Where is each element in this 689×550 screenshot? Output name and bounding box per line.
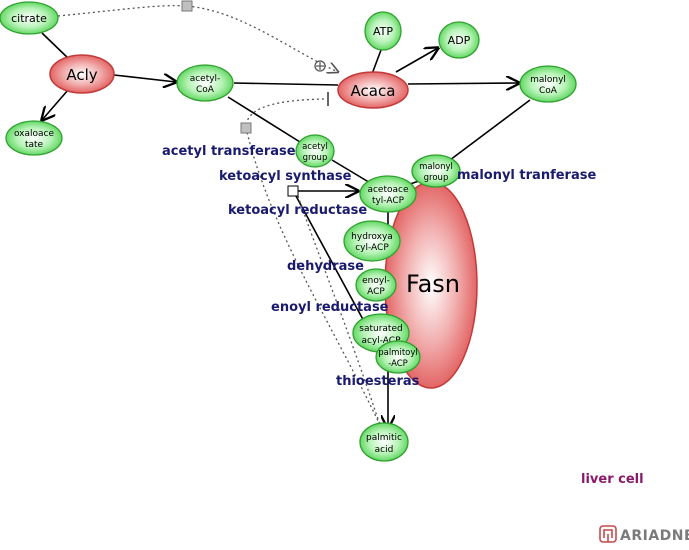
acetyl-coa-label-1: acetyl- [190, 74, 221, 84]
label-enoyl-reductase: enoyl reductase [271, 300, 389, 315]
acetyl-group-label-2: group [303, 153, 328, 163]
control-edges [57, 4, 381, 426]
process-node-top[interactable] [181, 0, 193, 12]
control-ks-palmitic [297, 195, 381, 426]
ariadne-logo: ARIADNE [599, 525, 689, 544]
process-node-ketoacyl[interactable] [287, 185, 299, 197]
label-ketoacyl-synthase: ketoacyl synthase [219, 169, 352, 184]
atp-label: ATP [373, 25, 393, 38]
edge-acaca-adp [395, 48, 438, 73]
process-node-left[interactable] [240, 122, 252, 134]
edge-acetylcoa-acetylgroup [227, 96, 301, 143]
palmitoyl-acp-label-1: palmitoyl [378, 348, 418, 358]
label-thioesteras: thioesteras [336, 374, 420, 389]
edge-acetylcoa-acaca [233, 82, 339, 86]
acetyl-coa-label-2: CoA [196, 85, 215, 95]
acetoacetyl-acp-label-2: tyl-ACP [372, 196, 405, 206]
acetyl-group-label-1: acetyl [302, 142, 328, 152]
control-citrate-acaca [57, 4, 338, 72]
label-dehydrase: dehydrase [287, 259, 364, 274]
edge-acaca-malonylcoa [407, 83, 519, 84]
edge-malonylcoa-malonylgroup [449, 99, 531, 161]
edge-acetylgroup-acetoacetyl [331, 159, 373, 185]
metabolite-acetyl-coa[interactable]: acetyl- CoA [176, 64, 234, 102]
edge-acaca-atp [371, 49, 382, 75]
saturated-acyl-acp-label-2: acyl-ACP [361, 336, 401, 346]
metabolite-palmitoyl-acp[interactable]: palmitoyl -ACP [375, 340, 421, 374]
oxaloacetate-label-1: oxaloace [14, 129, 55, 139]
malonyl-coa-label-1: malonyl [530, 75, 566, 85]
ariadne-logo-text: ARIADNE [620, 528, 689, 544]
acetoacetyl-acp-label-1: acetoace [367, 185, 408, 195]
edge-ks-saturated [295, 195, 367, 326]
ariadne-logo-icon [599, 525, 617, 543]
metabolite-acetoacetyl-acp[interactable]: acetoace tyl-ACP [359, 175, 417, 213]
malonyl-group-label-2: group [424, 173, 449, 183]
acly-label: Acly [66, 66, 97, 84]
stimulation-symbol [314, 60, 326, 72]
inhibition-palmitic-acaca [245, 98, 381, 426]
edge-acly-oxaloacetate [42, 89, 69, 120]
metabolite-hydroxyacyl-acp[interactable]: hydroxya cyl-ACP [343, 220, 401, 262]
acaca-node[interactable] [337, 71, 409, 109]
hydroxyacyl-acp-label-2: cyl-ACP [355, 243, 389, 253]
label-ketoacyl-reductase: ketoacyl reductase [228, 203, 367, 218]
citrate-label: citrate [11, 12, 47, 25]
metabolite-oxaloacetate[interactable]: oxaloace tate [5, 120, 63, 156]
metabolite-adp[interactable]: ADP [438, 21, 480, 59]
edge-acly-acetylcoa [113, 75, 176, 82]
malonyl-group-label-1: malonyl [419, 162, 453, 172]
compartment-label: liver cell [581, 472, 644, 487]
palmitic-acid-label-2: acid [375, 445, 394, 455]
metabolite-malonyl-group[interactable]: malonyl group [411, 154, 461, 188]
metabolite-atp[interactable]: ATP [364, 11, 402, 51]
hydroxyacyl-acp-label-1: hydroxya [351, 232, 393, 242]
palmitoyl-acp-label-2: -ACP [388, 359, 408, 369]
metabolite-malonyl-coa[interactable]: malonyl CoA [519, 65, 577, 103]
adp-label: ADP [448, 34, 471, 47]
metabolite-citrate[interactable]: citrate [0, 1, 59, 35]
label-malonyl-tranferase: malonyl tranferase [457, 168, 596, 183]
fasn-label: Fasn [406, 270, 460, 298]
enoyl-acp-label-2: ACP [367, 287, 385, 297]
palmitic-acid-label-1: palmitic [366, 433, 402, 443]
edge-citrate-acly [41, 32, 71, 61]
saturated-acyl-acp-label-1: saturated [359, 324, 402, 334]
enoyl-acp-label-1: enoyl- [362, 276, 390, 286]
oxaloacetate-label-2: tate [25, 140, 44, 150]
metabolite-acetyl-group[interactable]: acetyl group [295, 134, 335, 168]
metabolite-enoyl-acp[interactable]: enoyl- ACP [355, 268, 397, 302]
acly-node[interactable] [49, 54, 115, 94]
malonyl-coa-label-2: CoA [539, 86, 558, 96]
acaca-label: Acaca [351, 82, 396, 100]
label-acetyl-transferase: acetyl transferase [162, 144, 296, 159]
metabolite-palmitic-acid[interactable]: palmitic acid [359, 422, 409, 462]
